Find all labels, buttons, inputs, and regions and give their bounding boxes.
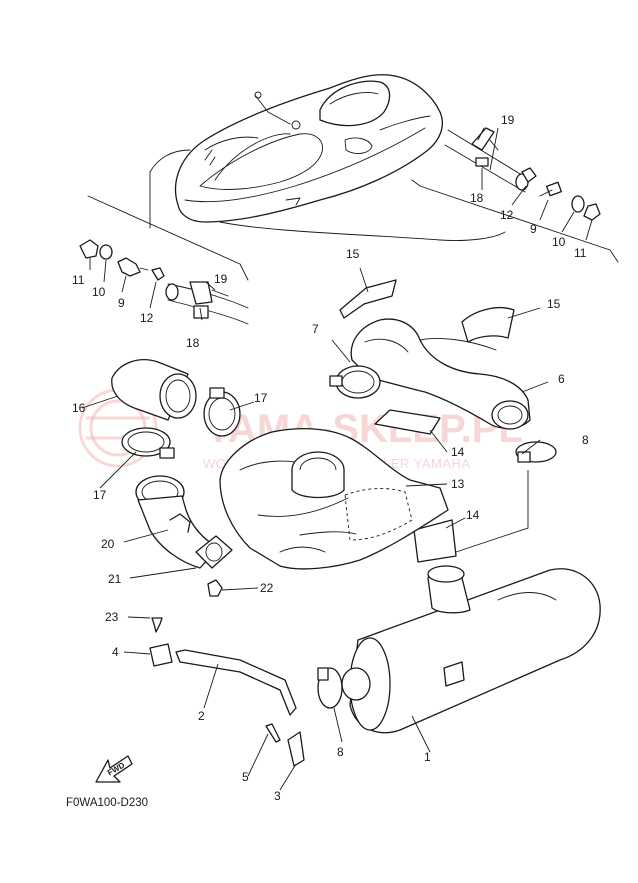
callout-16: 16 (72, 401, 86, 415)
part-21-gasket (195, 535, 233, 569)
part-14-pad-lower (413, 519, 457, 563)
callout-20: 20 (101, 537, 115, 551)
part-4-holder (149, 643, 173, 667)
callout-15-right: 15 (547, 297, 561, 311)
callout-17-upper: 17 (254, 391, 268, 405)
part-17-clamp-lower (121, 427, 175, 459)
callout-13: 13 (451, 477, 465, 491)
part-8-clamp-lower (317, 667, 343, 709)
callout-17-lower: 17 (93, 488, 107, 502)
diagram-code: F0WA100-D230 (66, 797, 148, 809)
part-7-hose-clamp (329, 365, 381, 399)
callout-12-right: 12 (500, 208, 514, 222)
part-22-bolt (207, 579, 223, 597)
callout-23: 23 (105, 610, 119, 624)
part-2-bracket-arm (175, 649, 297, 716)
part-5-pin (265, 723, 281, 743)
callout-3: 3 (274, 789, 281, 803)
right-inset-frame (411, 179, 619, 263)
callout-10-right: 10 (552, 235, 566, 249)
callout-18-right: 18 (470, 191, 484, 205)
part-16-rubber-hose (111, 359, 197, 421)
part-15-pad-upper (339, 279, 397, 319)
callout-22: 22 (260, 581, 274, 595)
callout-11-right: 11 (574, 246, 587, 260)
callout-labels: 19 18 12 9 10 11 11 10 9 12 18 19 15 15 … (72, 113, 589, 803)
callout-7: 7 (312, 322, 319, 336)
callout-10-left: 10 (92, 285, 106, 299)
part-1-muffler (341, 565, 601, 734)
callout-18-left: 18 (186, 336, 200, 350)
callout-19-right: 19 (501, 113, 515, 127)
part-8-clamp-upper (515, 441, 557, 463)
callout-6: 6 (558, 372, 565, 386)
part-23-screw (151, 617, 163, 633)
right-inset-parts (444, 127, 601, 221)
part-14-pad-upper (374, 409, 441, 435)
callout-5: 5 (242, 770, 249, 784)
callout-4: 4 (112, 645, 119, 659)
callout-2: 2 (198, 709, 205, 723)
callout-15-upper: 15 (346, 247, 360, 261)
callout-19-left: 19 (214, 272, 228, 286)
part-3-bracket (287, 731, 305, 767)
callout-8-lower: 8 (337, 745, 344, 759)
callout-21: 21 (108, 572, 122, 586)
watercraft-overview (149, 74, 506, 241)
callout-9-left: 9 (118, 296, 125, 310)
callout-11-left: 11 (72, 273, 85, 287)
part-17-clamp-upper (203, 387, 241, 437)
part-6-exhaust-pipe (350, 318, 531, 430)
left-inset-parts (79, 239, 249, 325)
left-inset-frame (87, 195, 249, 281)
callout-1: 1 (424, 750, 431, 764)
fwd-arrow-icon: FWD (95, 755, 133, 783)
leader-lines (81, 127, 593, 791)
part-13-water-lock (219, 427, 449, 570)
callout-14-lower: 14 (466, 508, 480, 522)
part-15-pad-right (461, 307, 515, 343)
callout-12-left: 12 (140, 311, 154, 325)
callout-14-upper: 14 (451, 445, 465, 459)
callout-9-right: 9 (530, 222, 537, 236)
callout-8-upper: 8 (582, 433, 589, 447)
